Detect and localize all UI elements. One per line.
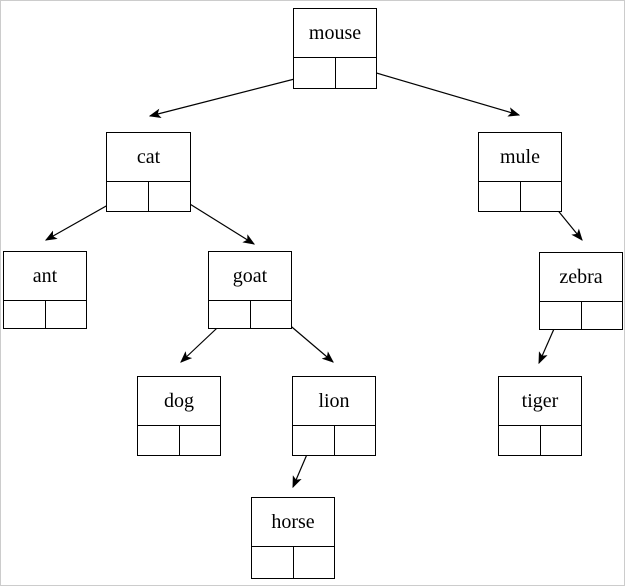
tree-node-pointer-row — [499, 426, 581, 455]
right-pointer-cell[interactable] — [294, 547, 335, 578]
tree-node-label: goat — [209, 252, 291, 301]
tree-node-lion[interactable]: lion — [292, 376, 376, 456]
left-pointer-cell[interactable] — [107, 182, 149, 211]
left-pointer-cell[interactable] — [4, 301, 46, 328]
left-pointer-cell[interactable] — [138, 426, 180, 455]
tree-node-zebra[interactable]: zebra — [539, 252, 623, 330]
tree-node-tiger[interactable]: tiger — [498, 376, 582, 456]
right-pointer-cell[interactable] — [336, 58, 377, 88]
left-pointer-cell[interactable] — [294, 58, 336, 88]
right-pointer-cell[interactable] — [149, 182, 190, 211]
left-pointer-cell[interactable] — [293, 426, 335, 455]
tree-node-horse[interactable]: horse — [251, 497, 335, 579]
left-pointer-cell[interactable] — [209, 301, 251, 328]
tree-node-pointer-row — [294, 58, 376, 88]
tree-node-pointer-row — [107, 182, 190, 211]
tree-node-pointer-row — [252, 547, 334, 578]
tree-node-label: horse — [252, 498, 334, 547]
tree-node-label: mouse — [294, 9, 376, 58]
tree-node-pointer-row — [4, 301, 86, 328]
tree-node-pointer-row — [479, 182, 561, 211]
left-pointer-cell[interactable] — [479, 182, 521, 211]
tree-node-mule[interactable]: mule — [478, 132, 562, 212]
tree-node-pointer-row — [293, 426, 375, 455]
tree-node-pointer-row — [540, 302, 622, 329]
tree-node-pointer-row — [138, 426, 220, 455]
right-pointer-cell[interactable] — [335, 426, 376, 455]
right-pointer-cell[interactable] — [582, 302, 623, 329]
right-pointer-cell[interactable] — [180, 426, 221, 455]
tree-node-mouse[interactable]: mouse — [293, 8, 377, 89]
tree-node-label: cat — [107, 133, 190, 182]
tree-node-label: mule — [479, 133, 561, 182]
tree-node-dog[interactable]: dog — [137, 376, 221, 456]
left-pointer-cell[interactable] — [252, 547, 294, 578]
right-pointer-cell[interactable] — [251, 301, 292, 328]
right-pointer-cell[interactable] — [46, 301, 87, 328]
right-pointer-cell[interactable] — [541, 426, 582, 455]
tree-node-label: zebra — [540, 253, 622, 302]
tree-node-label: ant — [4, 252, 86, 301]
left-pointer-cell[interactable] — [540, 302, 582, 329]
tree-node-label: lion — [293, 377, 375, 426]
tree-node-goat[interactable]: goat — [208, 251, 292, 329]
tree-node-ant[interactable]: ant — [3, 251, 87, 329]
left-pointer-cell[interactable] — [499, 426, 541, 455]
tree-node-cat[interactable]: cat — [106, 132, 191, 212]
tree-node-pointer-row — [209, 301, 291, 328]
edge-mouse-right-to-mule — [355, 66, 521, 117]
right-pointer-cell[interactable] — [521, 182, 562, 211]
tree-node-label: dog — [138, 377, 220, 426]
tree-node-label: tiger — [499, 377, 581, 426]
